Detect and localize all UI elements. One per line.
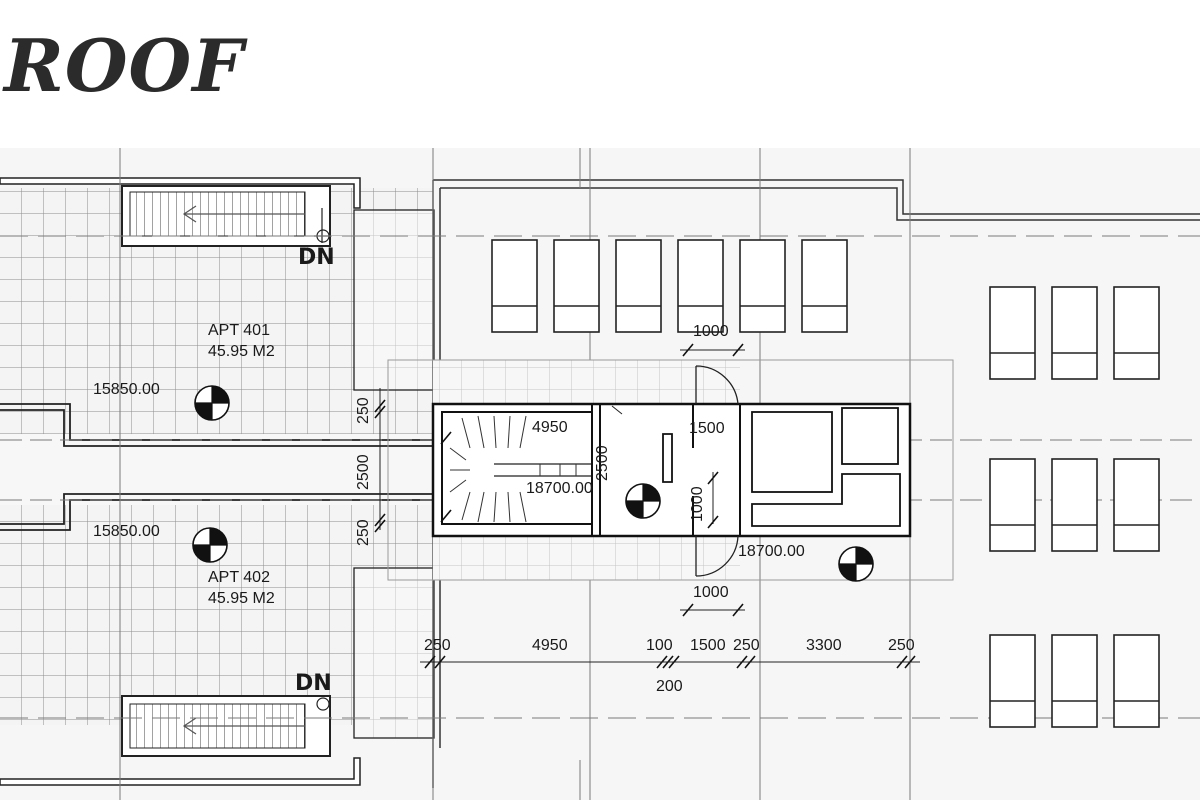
sunbed-icon (989, 634, 1036, 728)
bottom-dim-7: 250 (888, 637, 915, 654)
stair-width-dim: 4950 (532, 419, 568, 436)
bottom-dim-2: 4950 (532, 637, 568, 654)
apt-402-area: 45.95 M2 (208, 590, 275, 607)
bottom-dim-5: 250 (733, 637, 760, 654)
core-frame (387, 359, 954, 581)
bottom-dim-below: 200 (656, 678, 683, 695)
apt-401-level: 15850.00 (93, 381, 160, 398)
level-marker-icon (194, 385, 230, 421)
apt-401-name: APT 401 (208, 322, 270, 339)
sunbed-icon (739, 239, 786, 333)
core-tiles-top (433, 360, 740, 404)
left-dim-bottom: 250 (355, 519, 372, 546)
sunbed-icon (615, 239, 662, 333)
sunbeds (491, 239, 1160, 728)
stair-arrow-icon (316, 697, 330, 711)
sunbed-icon (989, 458, 1036, 552)
sunbed-icon (801, 239, 848, 333)
stair-level: 18700.00 (526, 480, 593, 497)
door-bottom-dim: 1000 (693, 584, 729, 601)
bottom-dim-4: 1500 (690, 637, 726, 654)
bottom-dim-6: 3300 (806, 637, 842, 654)
level-marker-icon (625, 483, 661, 519)
roof-plan: DN DN APT 401 45.95 M2 15850.00 APT 402 … (0, 148, 1200, 800)
left-dim-middle: 2500 (355, 454, 372, 490)
apt-401-area: 45.95 M2 (208, 343, 275, 360)
bottom-dim-1: 250 (424, 637, 451, 654)
stair-core (431, 365, 912, 577)
core-tiles-bottom (433, 536, 740, 580)
stair-top (0, 177, 361, 247)
apt-402-name: APT 402 (208, 569, 270, 586)
level-marker-icon (838, 546, 874, 582)
sunbed-icon (1051, 458, 1098, 552)
sunbed-icon (1113, 634, 1160, 728)
roof-level: 18700.00 (738, 543, 805, 560)
level-marker-icon (192, 527, 228, 563)
sunbed-icon (1113, 458, 1160, 552)
page-title: ROOF (4, 23, 245, 108)
dn-label-top: DN (298, 245, 335, 270)
door-top-dim: 1000 (693, 323, 729, 340)
sunbed-icon (1051, 634, 1098, 728)
dn-label-bottom: DN (295, 671, 332, 696)
corridor-depth-dim: 1000 (689, 486, 706, 522)
sunbed-icon (677, 239, 724, 333)
apt-402-level: 15850.00 (93, 523, 160, 540)
left-dim-top: 250 (355, 397, 372, 424)
bottom-dim-3: 100 (646, 637, 673, 654)
stair-bottom (0, 695, 361, 786)
stair-depth-dim: 2500 (594, 445, 611, 481)
sunbed-icon (491, 239, 538, 333)
corridor-width-dim: 1500 (689, 420, 725, 437)
sunbed-icon (553, 239, 600, 333)
sunbed-icon (1051, 286, 1098, 380)
sunbed-icon (989, 286, 1036, 380)
sunbed-icon (1113, 286, 1160, 380)
